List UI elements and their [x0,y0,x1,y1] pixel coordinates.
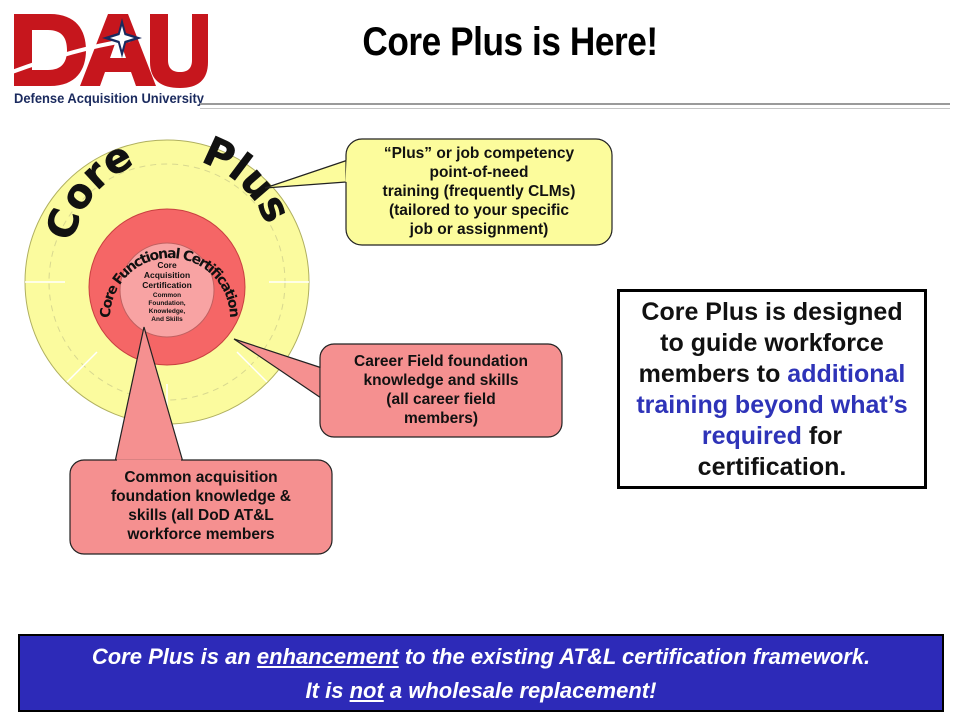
description-line: certification. [697,453,847,481]
callout-common-line: skills (all DoD AT&L [128,507,274,524]
callout-plus-line: job or assignment) [409,221,549,238]
callout-plus-text: “Plus” or job competency point-of-need t… [346,144,612,239]
callout-plus-line: training (frequently CLMs) [382,183,576,200]
highlight-text: training beyond what’s [636,391,908,419]
highlight-text: required [701,422,802,450]
banner-line-1: Core Plus is an enhancement to the exist… [91,644,871,669]
callout-common [69,326,333,555]
ring-separators [25,281,309,424]
svg-text:Certification: Certification [142,280,192,290]
logo-letter-a [80,14,156,86]
callout-plus-line: “Plus” or job competency [383,145,575,162]
core-plus-description-box: Core Plus is designed to guide workforce… [617,289,927,489]
callout-career [233,338,563,438]
description-line: to guide workforce [660,329,884,357]
svg-text:Knowledge,: Knowledge, [149,308,186,315]
logo-star-icon [102,18,142,58]
underlined-word: enhancement [256,644,399,669]
highlight-text: additional [787,360,906,388]
dau-logo: Defense Acquisition University [11,14,208,106]
svg-text:And Skills: And Skills [151,316,183,323]
callout-common-line: foundation knowledge & [111,488,291,505]
svg-text:Foundation,: Foundation, [148,300,185,307]
description-line: required for [701,422,843,450]
callout-common-text: Common acquisition foundation knowledge … [70,468,332,544]
callout-plus-line: (tailored to your specific [388,202,569,219]
svg-text:Acquisition: Acquisition [144,270,190,280]
callout-career-line: (all career field [386,391,496,408]
inner-core-text: Core Acquisition Certification Common Fo… [142,260,192,323]
underlined-word: not [349,678,384,703]
core-acquisition-circle [119,242,215,338]
callout-career-line: members) [403,410,479,427]
callout-career-line: Career Field foundation [354,353,528,370]
svg-text:Common: Common [153,292,181,299]
header-divider [200,103,950,105]
callout-career-line: knowledge and skills [363,372,519,389]
description-line: members to additional [638,360,906,388]
header-divider-thin [200,108,950,109]
banner-line-2: It is not a wholesale replacement! [305,678,657,703]
logo-letter-d [14,14,86,86]
description-line: Core Plus is designed [641,298,903,326]
callout-common-line: Common acquisition [124,469,278,486]
callout-common-line: workforce members [127,526,275,543]
svg-text:Core: Core [157,260,177,270]
callout-career-text: Career Field foundation knowledge and sk… [320,352,562,428]
bottom-banner: Core Plus is an enhancement to the exist… [18,634,944,712]
callout-plus-line: point-of-need [429,164,529,181]
callout-plus [264,138,613,246]
logo-letter-u [150,14,208,88]
page-title: Core Plus is Here! [362,20,658,64]
logo-subtitle: Defense Acquisition University [14,91,204,106]
